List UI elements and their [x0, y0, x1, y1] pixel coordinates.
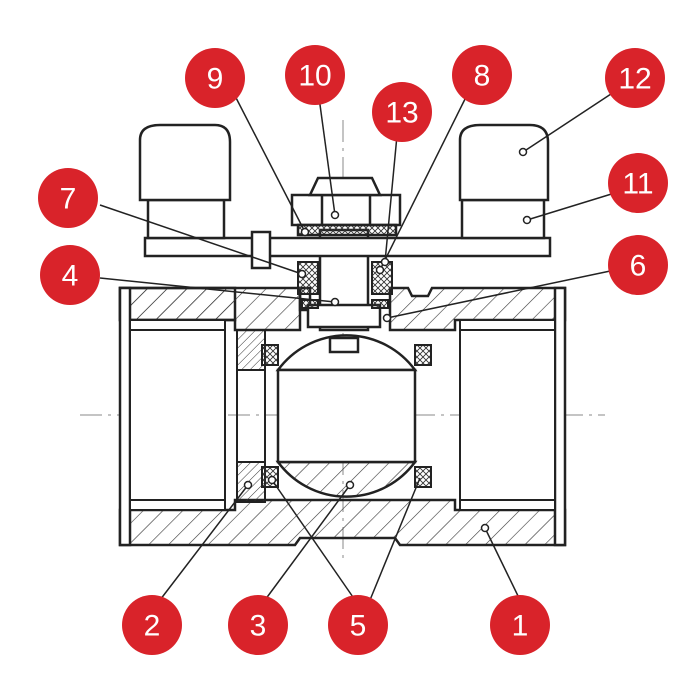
callout-1-label: 1	[512, 610, 529, 643]
callout-12-label: 12	[618, 63, 651, 96]
callout-9-label: 9	[207, 63, 224, 96]
callout-1: 1	[490, 595, 550, 655]
handle-plate	[143, 198, 552, 270]
callout-12: 12	[605, 48, 665, 108]
callout-6-label: 6	[630, 250, 647, 283]
anchor-dots	[243, 147, 532, 533]
callout-13: 13	[372, 82, 432, 142]
callout-3: 3	[228, 595, 288, 655]
callout-4: 4	[40, 245, 100, 305]
callout-2: 2	[122, 595, 182, 655]
valve-ports	[129, 319, 556, 511]
callout-10: 10	[285, 45, 345, 105]
callout-8: 8	[452, 45, 512, 105]
stem-nut	[290, 176, 402, 237]
ball	[275, 334, 418, 498]
callout-6: 6	[608, 235, 668, 295]
callout-7-label: 7	[60, 183, 77, 216]
callout-11-label: 11	[622, 168, 653, 201]
end-connector	[236, 329, 266, 503]
handle-grips	[138, 123, 550, 202]
callout-9: 9	[185, 48, 245, 108]
callout-5: 5	[328, 595, 388, 655]
callout-5-label: 5	[350, 610, 367, 643]
valve-body	[118, 286, 567, 547]
callout-7: 7	[38, 168, 98, 228]
callout-8-label: 8	[474, 60, 491, 93]
callout-11: 11	[608, 153, 668, 213]
leader-lines	[99, 84, 619, 601]
callout-4-label: 4	[62, 260, 79, 293]
callout-2-label: 2	[144, 610, 161, 643]
callout-13-label: 13	[385, 97, 418, 130]
callout-10-label: 10	[298, 60, 331, 93]
callout-3-label: 3	[250, 610, 267, 643]
